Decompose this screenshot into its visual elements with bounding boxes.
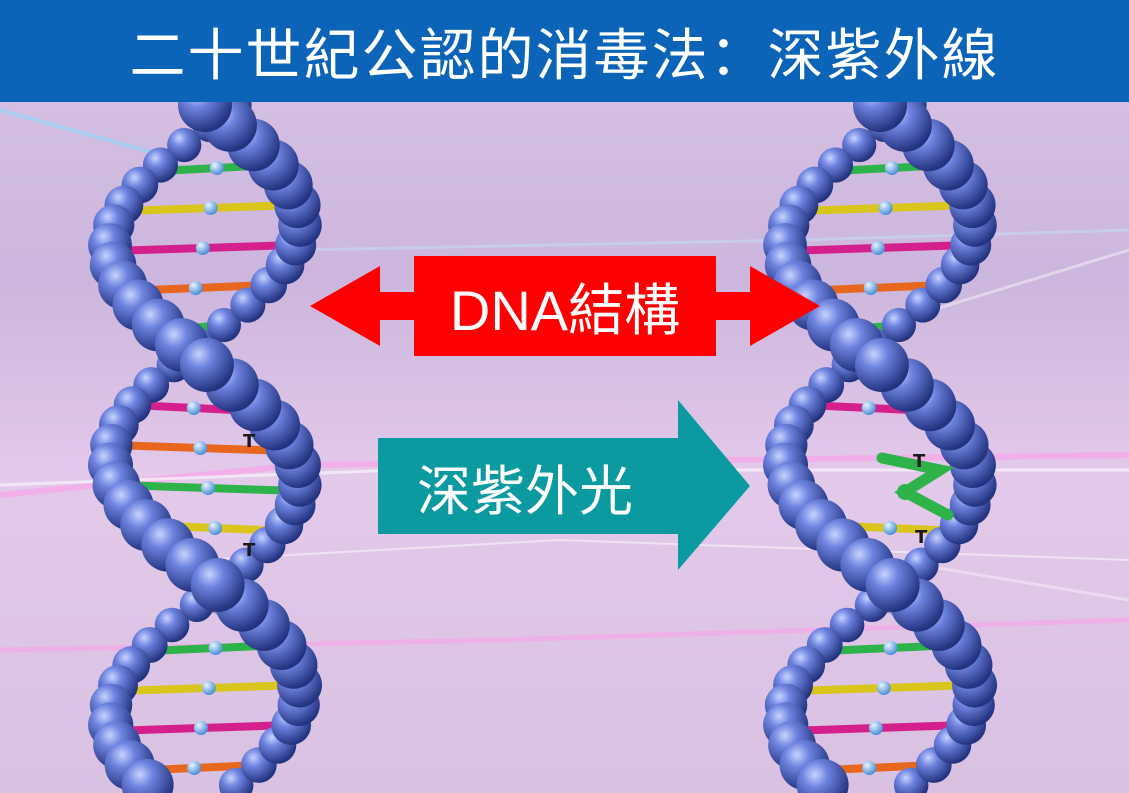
hydrogen-bond-node	[187, 761, 201, 775]
hydrogen-bond-node	[871, 241, 885, 255]
hydrogen-bond-node	[883, 521, 897, 535]
hydrogen-bond-node	[204, 201, 218, 215]
thymine-label-right-2: T	[915, 527, 928, 548]
hydrogen-bond-node	[879, 201, 893, 215]
page-title: 二十世紀公認的消毒法：深紫外線	[130, 11, 1000, 92]
thymine-label-right-1: T	[913, 451, 926, 472]
hydrogen-bond-node	[885, 161, 899, 175]
backbone-sugar-phosphate	[191, 558, 245, 612]
backbone-sugar-phosphate	[180, 338, 234, 392]
hydrogen-bond-node	[208, 521, 222, 535]
hydrogen-bond-node	[201, 481, 215, 495]
hydrogen-bond-node	[869, 721, 883, 735]
backbone-sugar-phosphate	[855, 338, 909, 392]
thymine-label-left-2: T	[243, 540, 256, 561]
dna-helix-intact	[88, 102, 322, 793]
thymine-label-left-1: T	[243, 431, 256, 452]
hydrogen-bond-node	[202, 681, 216, 695]
hydrogen-bond-node	[862, 401, 876, 415]
hydrogen-bond-node	[884, 641, 898, 655]
hydrogen-bond-node	[196, 241, 210, 255]
hydrogen-bond-node	[187, 401, 201, 415]
uv-light-label: 深紫外光	[380, 438, 670, 534]
backbone-sugar-phosphate	[866, 558, 920, 612]
hydrogen-bond-node	[864, 281, 878, 295]
hydrogen-bond-node	[877, 681, 891, 695]
hydrogen-bond-node	[194, 721, 208, 735]
hydrogen-bond-node	[209, 641, 223, 655]
dna-structure-label: DNA結構	[414, 256, 716, 356]
title-bar: 二十世紀公認的消毒法：深紫外線	[0, 0, 1129, 102]
hydrogen-bond-node	[193, 441, 207, 455]
hydrogen-bond-node	[210, 161, 224, 175]
hydrogen-bond-node	[189, 281, 203, 295]
hydrogen-bond-node	[862, 761, 876, 775]
dna-helix-damaged	[763, 102, 997, 793]
